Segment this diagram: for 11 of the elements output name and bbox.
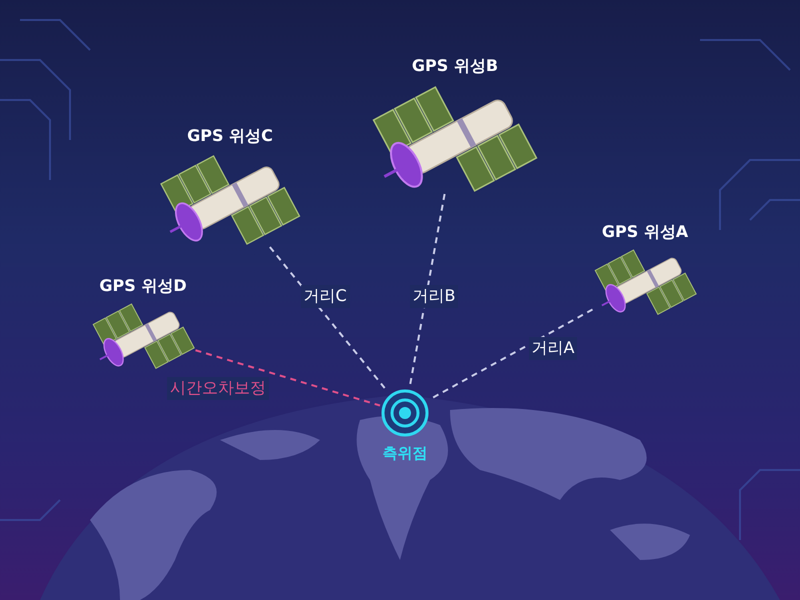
edge-label: 거리B bbox=[410, 284, 458, 308]
dashed-line bbox=[269, 246, 386, 389]
satellite-label: GPS 위성B bbox=[412, 56, 498, 77]
position-label: 측위점 bbox=[382, 444, 428, 463]
satellite-label: GPS 위성A bbox=[602, 222, 688, 243]
satellite-label: GPS 위성C bbox=[187, 126, 273, 147]
dashed-line bbox=[195, 349, 380, 406]
edge-label: 거리A bbox=[528, 336, 578, 360]
edge-label: 시간오차보정 bbox=[167, 376, 269, 400]
edge-label: 거리C bbox=[300, 284, 350, 308]
satellite-label: GPS 위성D bbox=[99, 276, 187, 297]
